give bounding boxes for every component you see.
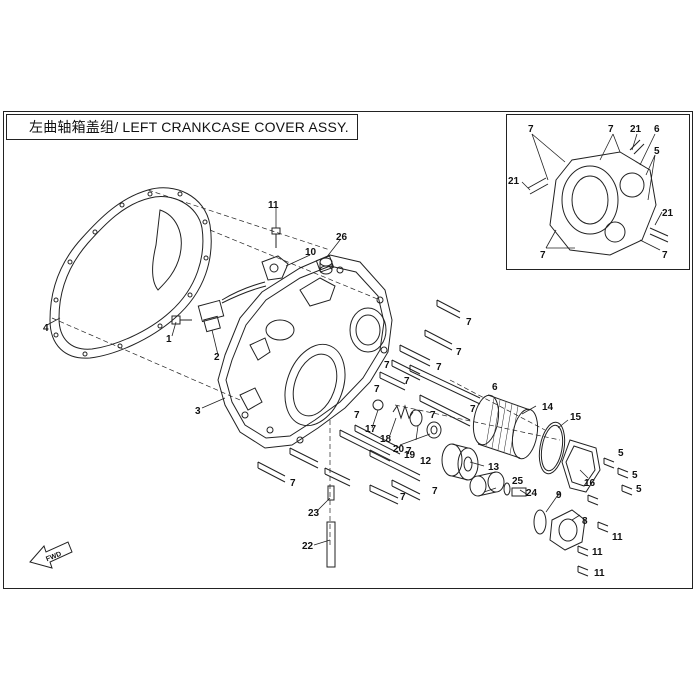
callout-7-d: 7 (384, 360, 390, 371)
inset-callout-7-c: 7 (540, 250, 546, 261)
callout-11-top: 11 (268, 200, 279, 211)
callout-4: 4 (43, 323, 49, 334)
callout-7-e: 7 (404, 376, 410, 387)
inset-callout-7-d: 7 (662, 250, 668, 261)
bolts-7-group (257, 299, 481, 505)
bolt-1-part (171, 315, 192, 325)
callout-5-c: 5 (636, 484, 642, 495)
callout-7-j: 7 (406, 446, 412, 457)
callout-7-k: 7 (432, 486, 438, 497)
inset-callout-7-a: 7 (528, 124, 534, 135)
seal-24-part (511, 487, 527, 497)
inset-assembly-drawing (527, 139, 669, 256)
callout-15: 15 (570, 412, 582, 423)
callout-1: 1 (166, 334, 172, 345)
callout-11-d: 11 (594, 568, 605, 579)
pump-cover-part (549, 509, 586, 551)
crankcase-cover-part (217, 254, 393, 449)
callout-12: 12 (420, 456, 432, 467)
filter-cover-part (561, 439, 601, 493)
gasket-part (49, 187, 212, 359)
inset-callout-21-a: 21 (630, 124, 642, 135)
callout-20: 20 (393, 444, 405, 455)
callout-18: 18 (380, 434, 392, 445)
callout-19: 19 (404, 450, 416, 461)
callout-7-f: 7 (374, 384, 380, 395)
sensor-part (197, 281, 267, 333)
inset-callout-5: 5 (654, 146, 660, 157)
bolts-5-11-group (577, 457, 633, 577)
callout-7-l: 7 (400, 492, 406, 503)
callout-7-a: 7 (466, 317, 472, 328)
callout-11-b: 11 (612, 532, 623, 543)
diagram-title: 左曲轴箱盖组/ LEFT CRANKCASE COVER ASSY. (29, 119, 349, 135)
callout-7-b: 7 (456, 347, 462, 358)
callout-6: 6 (492, 382, 498, 393)
callout-11-c: 11 (592, 547, 603, 558)
inset-callout-6: 6 (654, 124, 660, 135)
callout-8: 8 (582, 516, 588, 527)
o-ring-15-part (538, 421, 566, 475)
callout-22: 22 (302, 541, 314, 552)
bearing-part (441, 443, 479, 481)
callout-16: 16 (584, 478, 596, 489)
inset-callout-7-b: 7 (608, 124, 614, 135)
callout-9: 9 (556, 490, 562, 501)
inset-view-box (506, 114, 690, 270)
callout-7-i: 7 (430, 410, 436, 421)
pin-23-part (327, 485, 335, 501)
o-ring-9-part (533, 509, 547, 535)
callout-7-g: 7 (470, 404, 476, 415)
callout-5-a: 5 (618, 448, 624, 459)
valve-20-part (426, 421, 442, 439)
callout-7-m: 7 (290, 478, 296, 489)
callout-7-h: 7 (354, 410, 360, 421)
pipe-22-part (326, 521, 336, 568)
callout-3: 3 (195, 406, 201, 417)
callout-2: 2 (214, 352, 220, 363)
fwd-arrow-icon (29, 541, 73, 569)
callout-13: 13 (488, 462, 500, 473)
callout-10: 10 (305, 247, 317, 258)
washer-19-part (409, 409, 423, 427)
callout-23: 23 (308, 508, 320, 519)
oil-filter-part (472, 394, 539, 460)
callout-26: 26 (336, 232, 348, 243)
inset-callout-21-c: 21 (662, 208, 674, 219)
callout-7-c: 7 (436, 362, 442, 373)
callout-24: 24 (526, 488, 538, 499)
callout-25: 25 (512, 476, 524, 487)
diagram-frame (3, 111, 693, 589)
ball-17-part (372, 399, 384, 411)
callout-14: 14 (542, 402, 554, 413)
title-box: 左曲轴箱盖组/ LEFT CRANKCASE COVER ASSY. (6, 114, 358, 140)
callout-17: 17 (365, 424, 377, 435)
sensor-bracket-part (261, 255, 289, 281)
bushing-part (469, 471, 505, 497)
callout-5-b: 5 (632, 470, 638, 481)
ring-25-part (503, 482, 511, 496)
inset-callout-21-b: 21 (508, 176, 520, 187)
